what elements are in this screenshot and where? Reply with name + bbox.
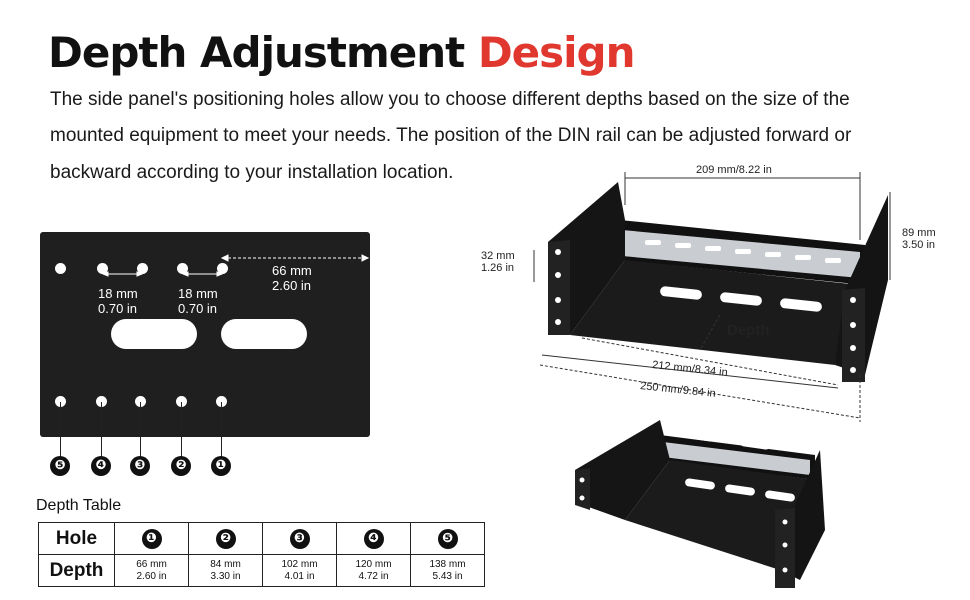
left-ear-holes <box>555 249 561 325</box>
panel-hole <box>137 263 148 274</box>
height-left-in: 1.26 in <box>481 262 515 274</box>
spacing-label-1: 18 mm 0.70 in <box>98 286 138 316</box>
title-main: Depth Adjustment <box>48 28 478 77</box>
table-cell: ❹ <box>336 522 411 555</box>
depth-label: Depth <box>727 322 770 339</box>
depth-in: 5.43 in <box>432 570 463 582</box>
table-cell: ❺ <box>410 522 485 555</box>
depth-hole-3 <box>135 396 146 407</box>
width-label: 209 mm/8.22 in <box>696 164 772 176</box>
bottom-slots <box>660 286 822 312</box>
height-left-label: 32 mm 1.26 in <box>481 250 515 274</box>
hole-number-3: ❸ <box>130 456 150 476</box>
right-ear <box>842 288 865 382</box>
height-right-mm: 89 mm <box>902 227 936 239</box>
panel-slot <box>221 319 307 349</box>
height-right-in: 3.50 in <box>902 239 936 251</box>
bracket-bottom <box>570 260 860 365</box>
depth-mm: 102 mm <box>281 558 318 570</box>
panel-hole <box>55 263 66 274</box>
offset-mm: 66 mm <box>272 263 312 278</box>
hole-number-4: ❹ <box>91 456 111 476</box>
hole-number-1: ❶ <box>211 456 231 476</box>
hole-number-badge: ❸ <box>289 528 310 549</box>
lower-din-rail-icon <box>663 442 810 475</box>
lower-bottom <box>625 460 815 570</box>
hole-number-badge: ❺ <box>437 528 458 549</box>
leader-line <box>181 402 182 457</box>
right-ear-holes <box>850 297 856 373</box>
description-line-1: The side panel's positioning holes allow… <box>50 89 850 110</box>
description-line-2: mounted equipment to meet your needs. Th… <box>50 125 852 146</box>
table-cell: ❶ <box>114 522 189 555</box>
rail-slots <box>645 240 841 263</box>
depth-mm: 138 mm <box>429 558 466 570</box>
depth-hole-4 <box>96 396 107 407</box>
side-panel-diagram: 18 mm 0.70 in 18 mm 0.70 in 66 mm 2.60 i… <box>40 232 370 437</box>
spacing-in: 0.70 in <box>98 301 138 316</box>
leader-line <box>60 402 61 457</box>
depth-mm: 66 mm <box>136 558 167 570</box>
hole-number-badge: ❶ <box>141 528 162 549</box>
lower-slots <box>685 430 795 502</box>
lower-ear-holes <box>579 477 788 573</box>
offset-in: 2.60 in <box>272 278 312 293</box>
leader-line <box>101 402 102 457</box>
hole-number-badge: ❹ <box>363 528 384 549</box>
height-right-label: 89 mm 3.50 in <box>902 227 936 251</box>
depth-in: 4.01 in <box>284 570 315 582</box>
depth-hole-2 <box>176 396 187 407</box>
spacing-in: 0.70 in <box>178 301 218 316</box>
depth-in: 4.72 in <box>358 570 389 582</box>
depth-mm: 84 mm <box>210 558 241 570</box>
leader-line <box>140 402 141 457</box>
panel-hole <box>217 263 228 274</box>
depth-in: 2.60 in <box>136 570 167 582</box>
top-slots <box>655 213 815 239</box>
spacing-mm: 18 mm <box>98 286 138 301</box>
lower-left-panel <box>575 420 670 520</box>
lower-left-ear <box>575 468 590 510</box>
hole-number-5: ❺ <box>50 456 70 476</box>
height-left-mm: 32 mm <box>481 250 515 262</box>
offset-label: 66 mm 2.60 in <box>272 263 312 293</box>
depth-mm: 120 mm <box>355 558 392 570</box>
panel-slot <box>111 319 197 349</box>
spacing-mm: 18 mm <box>178 286 218 301</box>
spacing-label-2: 18 mm 0.70 in <box>178 286 218 316</box>
hole-header: Hole <box>38 522 115 555</box>
hole-number-badge: ❷ <box>215 528 236 549</box>
title-accent: Design <box>477 28 636 77</box>
depth-hole-5 <box>55 396 66 407</box>
depth-table-title: Depth Table <box>36 497 122 514</box>
hole-number-2: ❷ <box>171 456 191 476</box>
bracket-photo-lower <box>575 420 825 588</box>
panel-dimension-arrows <box>101 254 370 277</box>
lower-right-ear <box>775 508 795 588</box>
depth-in: 3.30 in <box>210 570 241 582</box>
table-row: Hole ❶ ❷ ❸ ❹ ❺ <box>38 522 485 555</box>
depth-header: Depth <box>38 554 115 587</box>
panel-hole <box>97 263 108 274</box>
leader-line <box>221 402 222 457</box>
left-ear <box>548 240 570 335</box>
page-title: Depth Adjustment Design <box>48 28 636 77</box>
table-cell: ❷ <box>188 522 263 555</box>
description-line-3: backward according to your installation … <box>50 162 454 183</box>
panel-hole <box>177 263 188 274</box>
depth-hole-1 <box>216 396 227 407</box>
bracket-diagram <box>533 172 891 422</box>
table-cell: ❸ <box>262 522 337 555</box>
